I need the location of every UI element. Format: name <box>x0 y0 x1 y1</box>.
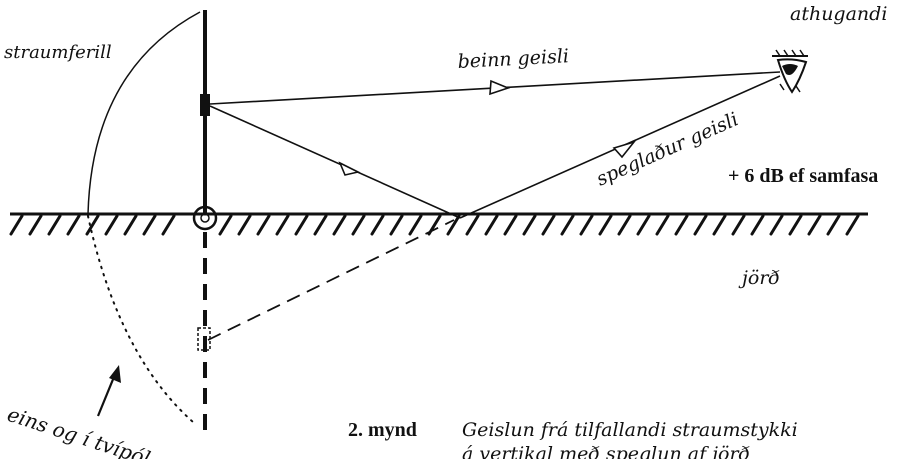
ground-hatch-mark <box>446 214 461 236</box>
ground-hatch-mark <box>28 214 43 236</box>
ground-hatch-mark <box>712 214 727 236</box>
label-observer: athugandi <box>790 3 887 25</box>
image-path-curve <box>87 215 194 423</box>
ground-hatch-mark <box>161 214 176 236</box>
ground-hatch-mark <box>731 214 746 236</box>
ground-hatch-mark <box>313 214 328 236</box>
ground-hatch-mark <box>218 214 233 236</box>
label-gain-note: + 6 dB ef samfasa <box>728 165 878 187</box>
label-ground: jörð <box>738 267 780 289</box>
current-element <box>200 94 210 116</box>
caption-line-2: á vertikal með speglun af jörð <box>462 443 750 459</box>
ground-hatch-mark <box>408 214 423 236</box>
image-antenna <box>197 232 211 440</box>
label-current-path: straumferill <box>4 42 112 63</box>
direct-ray <box>209 71 781 105</box>
image-ray <box>207 219 455 341</box>
ground-hatch-mark <box>465 214 480 236</box>
ground-hatch-mark <box>503 214 518 236</box>
figure-caption: 2. mynd Geislun frá tilfallandi straumst… <box>348 419 798 459</box>
ground-hatch-mark <box>807 214 822 236</box>
ground-hatch-mark <box>636 214 651 236</box>
incident-ray-arrow <box>338 161 361 176</box>
ground-hatch-mark <box>294 214 309 236</box>
ground-hatch-mark <box>370 214 385 236</box>
reflected-ray-arrow <box>612 140 637 159</box>
ground-hatch-mark <box>85 214 100 236</box>
ground-hatch-mark <box>104 214 119 236</box>
direct-ray-arrow <box>489 79 511 96</box>
caption-line-1: Geislun frá tilfallandi straumstykki <box>462 419 798 441</box>
ground-hatch-mark <box>9 214 24 236</box>
ground-hatch-mark <box>769 214 784 236</box>
caption-number: 2. mynd <box>348 419 417 441</box>
ground-hatch-mark <box>332 214 347 236</box>
vertical-antenna <box>192 10 218 231</box>
ground-hatch-mark <box>693 214 708 236</box>
ground-hatch-mark <box>351 214 366 236</box>
ground-hatch-mark <box>522 214 537 236</box>
ground-hatch-mark <box>123 214 138 236</box>
ground-hatch-mark <box>826 214 841 236</box>
ground-hatch-mark <box>541 214 556 236</box>
ground <box>9 212 868 236</box>
ground-hatch-mark <box>66 214 81 236</box>
reflected-ray <box>459 75 781 219</box>
ground-hatch-mark <box>256 214 271 236</box>
current-path-curve <box>87 11 201 215</box>
ground-hatch-mark <box>598 214 613 236</box>
ground-hatch-mark <box>579 214 594 236</box>
ground-hatch-mark <box>845 214 860 236</box>
dipole-pointer-arrow <box>96 365 121 417</box>
ground-hatch-mark <box>788 214 803 236</box>
ground-hatch-mark <box>655 214 670 236</box>
label-dipole-note: eins og í tvípól <box>4 402 153 459</box>
incident-ray <box>209 105 461 219</box>
ground-hatch-mark <box>142 214 157 236</box>
ground-hatch-mark <box>617 214 632 236</box>
ground-hatch-mark <box>484 214 499 236</box>
ground-hatch-mark <box>674 214 689 236</box>
feed-point <box>192 205 218 231</box>
ground-hatch-mark <box>47 214 62 236</box>
ground-hatch-mark <box>237 214 252 236</box>
label-direct-ray: beinn geisli <box>457 45 569 73</box>
ground-hatch-mark <box>750 214 765 236</box>
observer-eye-icon <box>772 49 808 94</box>
ground-hatch-mark <box>560 214 575 236</box>
ground-hatch-mark <box>275 214 290 236</box>
ground-hatch-mark <box>389 214 404 236</box>
